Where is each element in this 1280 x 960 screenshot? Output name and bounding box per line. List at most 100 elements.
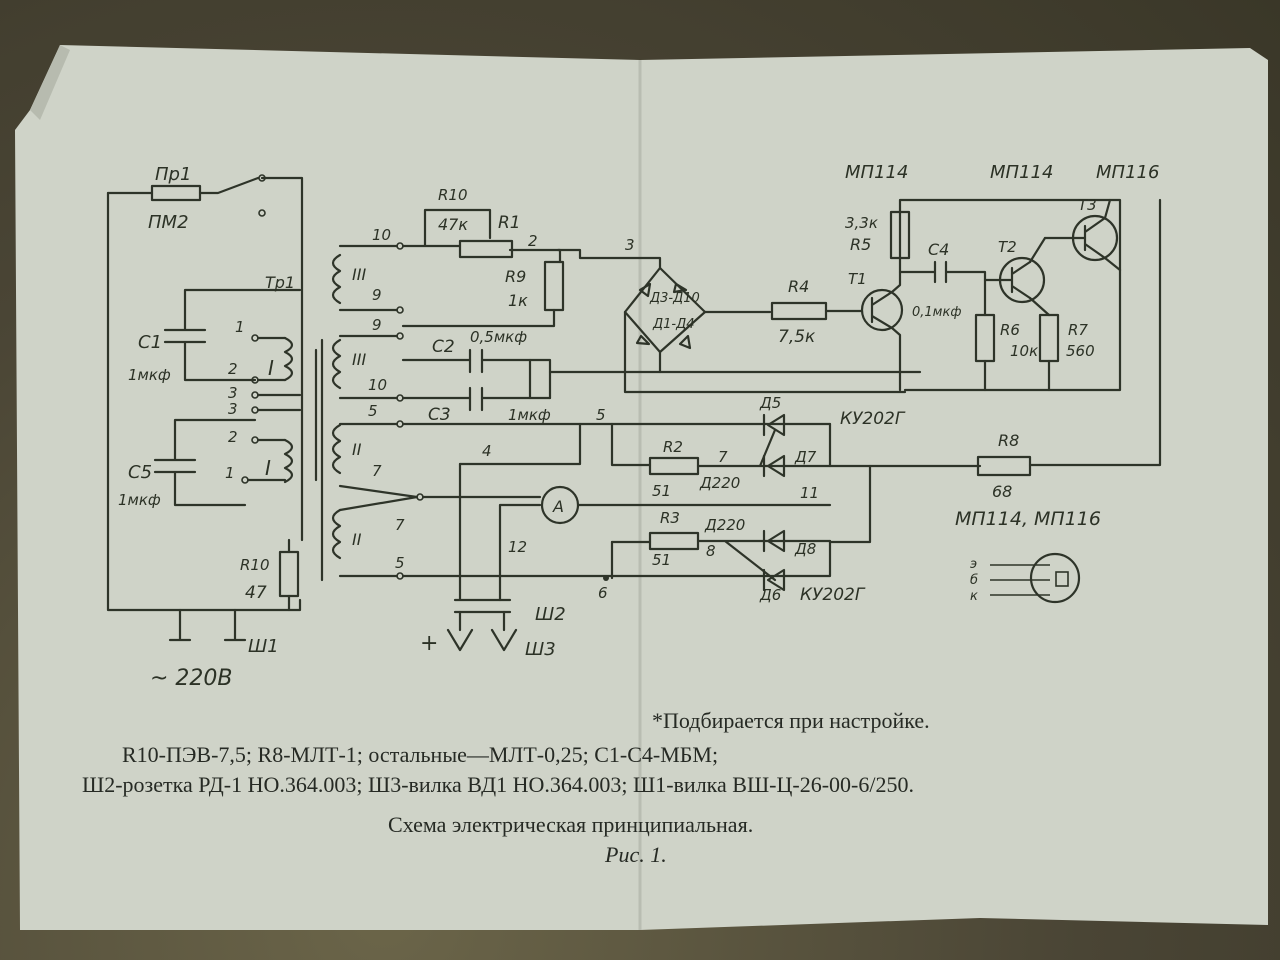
label-mains: ~ 220В <box>150 666 233 691</box>
paper-corner <box>30 45 70 120</box>
node-7c: 7 <box>718 448 728 466</box>
label-r4-value: 7,5к <box>778 327 816 347</box>
label-r5: R5 <box>850 235 871 254</box>
label-c1-value: 1мкф <box>128 366 171 384</box>
node-4: 4 <box>482 442 492 460</box>
label-r4: R4 <box>788 277 809 296</box>
label-pin-k: к <box>970 589 978 604</box>
label-r10-top: R10 <box>438 186 468 204</box>
label-c4-value: 0,1мкф <box>912 305 961 320</box>
transistor-stage <box>770 198 1162 467</box>
node-7a: 7 <box>372 462 382 480</box>
node-6: 6 <box>598 584 608 602</box>
label-t3: Т3 <box>1078 196 1097 214</box>
label-r6-value: 10к <box>1010 342 1038 360</box>
label-r7: R7 <box>1068 321 1088 339</box>
label-d7: Д7 <box>794 448 817 466</box>
label-r5-value: 3,3к <box>845 214 878 232</box>
node-10a: 10 <box>372 226 391 244</box>
label-winding-iii-a: III <box>352 265 366 284</box>
node-2a: 2 <box>228 360 238 378</box>
label-d8: Д8 <box>794 540 816 558</box>
node-5a: 5 <box>368 402 378 420</box>
label-r2: R2 <box>663 438 683 456</box>
node-3a: 3 <box>228 384 238 402</box>
resistor-r8 <box>976 455 1032 477</box>
resistor-r1 <box>458 239 514 259</box>
node-5b: 5 <box>395 554 405 572</box>
label-c1: С1 <box>138 332 162 353</box>
node-2c: 2 <box>528 232 538 250</box>
note-connectors: Ш2-розетка РД-1 НО.364.003; Ш3-вилка ВД1… <box>82 772 914 797</box>
label-winding-ii-b: II <box>352 530 362 549</box>
node-2b: 2 <box>228 428 238 446</box>
node-12: 12 <box>508 538 527 556</box>
label-transistor-mp116: МП116 <box>1096 162 1159 183</box>
label-r10-top-value: 47к <box>438 215 468 234</box>
label-d220-bottom: Д220 <box>704 516 745 534</box>
caption: Схема электрическая принципиальная. <box>388 812 754 837</box>
note-adjustment: *Подбирается при настройке. <box>652 708 930 733</box>
node-5c: 5 <box>596 406 606 424</box>
label-r10-left-value: 47 <box>245 583 267 603</box>
label-d5: Д5 <box>759 394 781 412</box>
label-r10-left: R10 <box>240 556 270 574</box>
label-c5: С5 <box>128 462 152 483</box>
label-c2: С2 <box>432 337 455 357</box>
label-fuse: Пр1 <box>155 164 191 185</box>
output-stage <box>401 413 1032 652</box>
label-r6: R6 <box>1000 321 1020 339</box>
node-9a: 9 <box>372 286 382 304</box>
label-r9: R9 <box>505 267 526 286</box>
node-3b: 3 <box>228 400 238 418</box>
label-transistor-mp114-b: МП114 <box>990 162 1053 183</box>
label-r3-value: 51 <box>652 551 671 569</box>
label-plus: + <box>420 631 438 656</box>
label-pinout-title: МП114, МП116 <box>955 508 1101 530</box>
node-10b: 10 <box>368 376 387 394</box>
label-r8-value: 68 <box>992 482 1012 501</box>
label-c4: С4 <box>928 240 949 259</box>
label-d6: Д6 <box>759 586 781 604</box>
label-fuse-type: ПМ2 <box>148 212 189 233</box>
adjust-resistors <box>401 208 662 328</box>
label-r1: R1 <box>498 213 521 233</box>
note-components: R10-ПЭВ-7,5; R8-МЛТ-1; остальные—МЛТ-0,2… <box>122 742 719 767</box>
node-8: 8 <box>706 542 716 560</box>
label-r2-value: 51 <box>652 482 671 500</box>
label-ku202g-top: КУ202Г <box>840 409 906 429</box>
node-1b: 1 <box>225 464 235 482</box>
label-winding-ii-a: II <box>352 440 362 459</box>
label-r3: R3 <box>660 509 680 527</box>
label-plug1: Ш1 <box>248 636 279 657</box>
diode-bridge <box>623 266 907 394</box>
label-transistor-mp114-a: МП114 <box>845 162 908 183</box>
label-pin-e: э <box>970 557 977 572</box>
label-c2-value: 0,5мкф <box>470 328 527 346</box>
resistor-r5 <box>889 210 911 260</box>
label-winding-i-bottom: I <box>265 456 271 480</box>
label-winding-i-top: I <box>268 356 274 380</box>
label-plug3: Ш3 <box>525 639 556 660</box>
label-t1: Т1 <box>848 270 867 288</box>
label-c3: С3 <box>428 405 451 425</box>
label-t2: Т2 <box>998 238 1017 256</box>
label-r9-value: 1к <box>508 291 528 310</box>
node-7b: 7 <box>395 516 405 534</box>
figure-number: Рис. 1. <box>605 842 667 867</box>
label-d1-d4: Д1-Д4 <box>652 317 695 332</box>
node-9b: 9 <box>372 316 382 334</box>
label-d220-top: Д220 <box>699 474 740 492</box>
node-11: 11 <box>800 484 819 502</box>
label-c5-value: 1мкф <box>118 491 161 509</box>
transistor-pinout <box>990 552 1081 604</box>
label-pin-b: б <box>970 573 978 588</box>
capacitors-c2-c3 <box>401 348 922 412</box>
secondary-windings <box>320 242 424 582</box>
transistor-t1 <box>860 288 904 332</box>
label-c3-value: 1мкф <box>508 406 551 424</box>
label-winding-iii-b: III <box>352 350 366 369</box>
node-3c: 3 <box>625 236 635 254</box>
label-transformer: Тр1 <box>265 273 295 292</box>
